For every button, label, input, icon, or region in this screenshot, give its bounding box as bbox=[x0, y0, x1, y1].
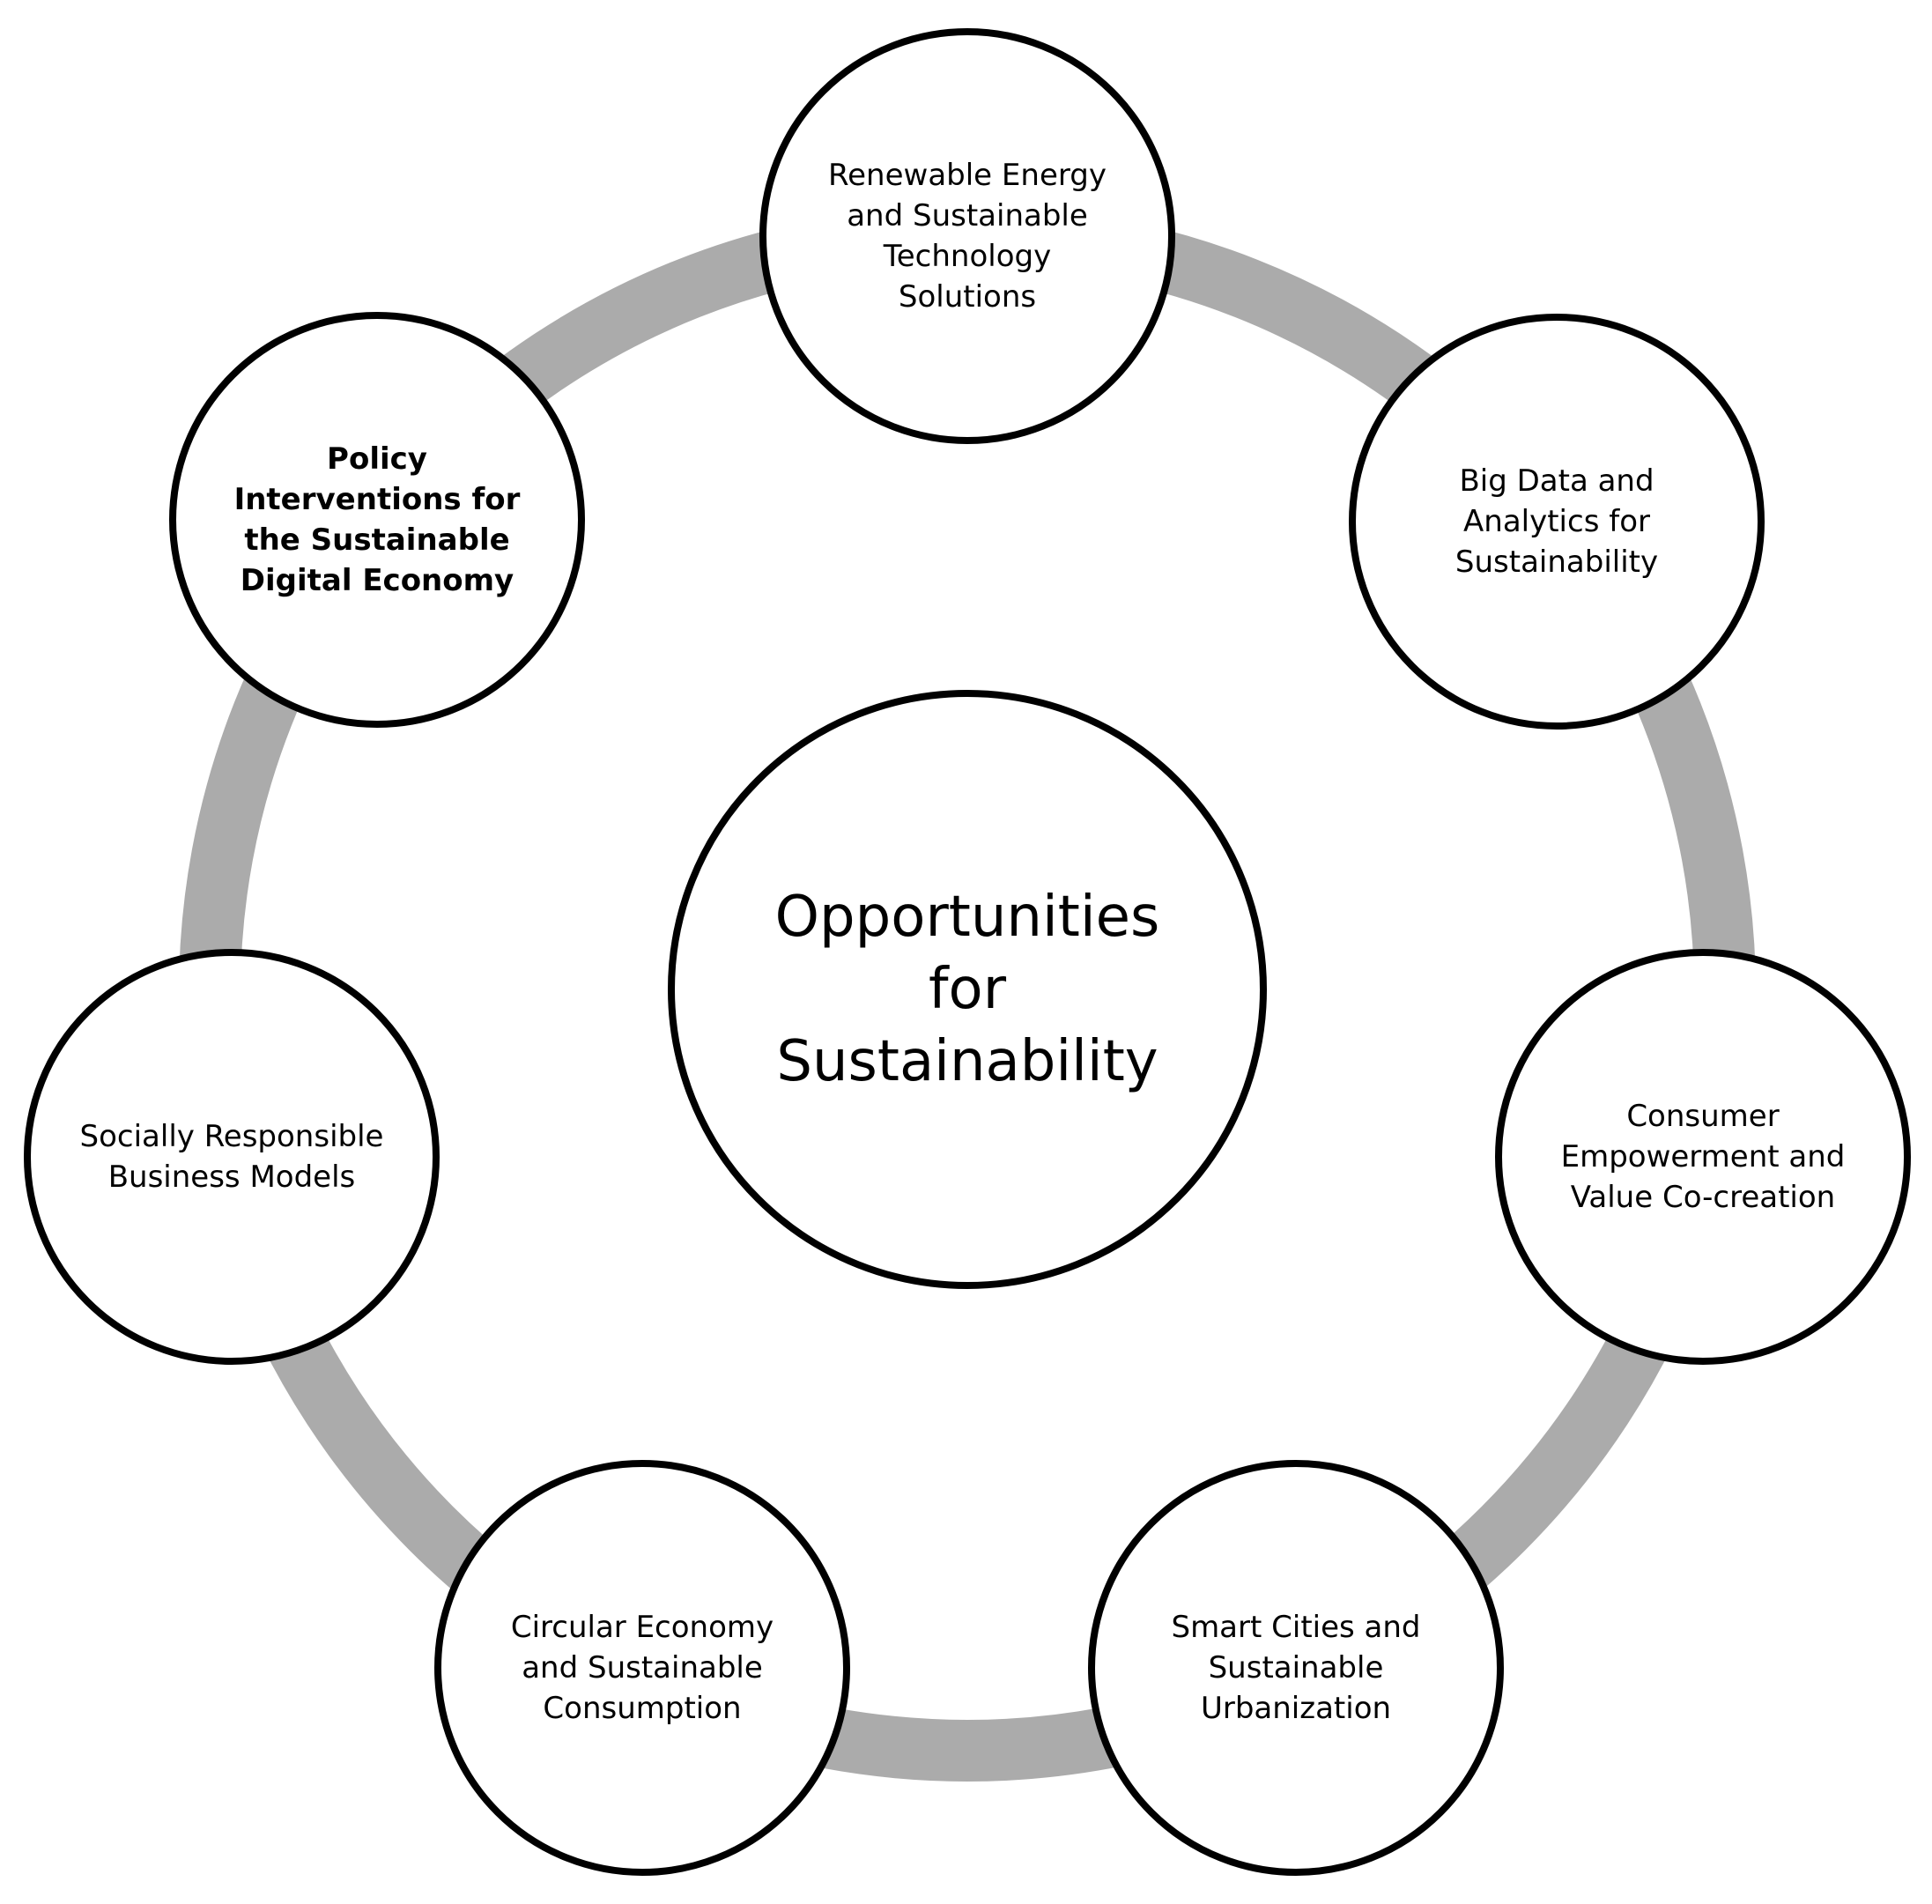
node-circular-economy: Circular Economy and Sustainable Consump… bbox=[434, 1460, 850, 1876]
node-label: Smart Cities and Sustainable Urbanizatio… bbox=[1171, 1610, 1421, 1726]
node-smart-cities: Smart Cities and Sustainable Urbanizatio… bbox=[1088, 1460, 1504, 1876]
node-label: Policy Interventions for the Sustainable… bbox=[233, 441, 521, 598]
node-consumer-empowerment: Consumer Empowerment and Value Co-creati… bbox=[1495, 949, 1911, 1365]
node-renewable-energy: Renewable Energy and Sustainable Technol… bbox=[759, 28, 1175, 444]
center-label: Opportunities for Sustainability bbox=[774, 885, 1160, 1094]
node-policy-interventions: Policy Interventions for the Sustainable… bbox=[169, 312, 585, 728]
node-label: Big Data and Analytics for Sustainabilit… bbox=[1455, 463, 1659, 580]
node-label: Circular Economy and Sustainable Consump… bbox=[510, 1610, 774, 1726]
node-socially-responsible: Socially Responsible Business Models bbox=[24, 949, 440, 1365]
node-label: Socially Responsible Business Models bbox=[79, 1119, 384, 1195]
node-big-data: Big Data and Analytics for Sustainabilit… bbox=[1349, 314, 1765, 730]
center-circle: Opportunities for Sustainability bbox=[668, 690, 1267, 1289]
node-label: Renewable Energy and Sustainable Technol… bbox=[828, 158, 1107, 315]
node-label: Consumer Empowerment and Value Co-creati… bbox=[1560, 1099, 1846, 1215]
